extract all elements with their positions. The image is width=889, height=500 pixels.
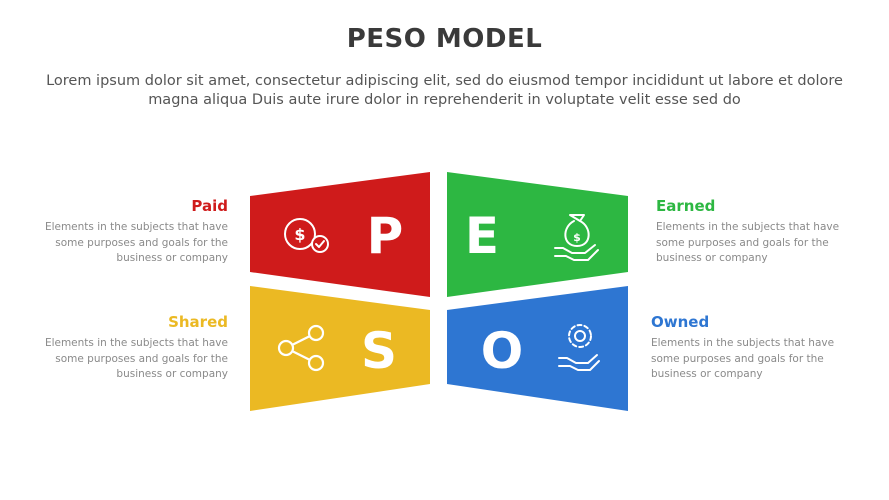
shared-label: Shared: [168, 313, 228, 331]
owned-segment: O: [447, 286, 628, 411]
shared-letter: S: [361, 322, 397, 380]
gear-hand-icon: [558, 324, 600, 371]
earned-letter: E: [465, 207, 499, 265]
earned-description: Elements in the subjects that have some …: [656, 221, 840, 264]
shared-segment: S: [250, 286, 430, 411]
page-title: PESO MODEL: [346, 24, 543, 54]
paid-label: Paid: [191, 197, 228, 215]
paid-description: Elements in the subjects that have some …: [44, 221, 228, 264]
shared-description: Elements in the subjects that have some …: [44, 337, 228, 380]
share-icon: [277, 324, 325, 372]
earned-label: Earned: [656, 197, 716, 215]
paid-segment: $ P: [250, 172, 430, 297]
page-subtitle: Lorem ipsum dolor sit amet, consectetur …: [46, 73, 843, 108]
dollar-check-icon: $: [284, 218, 329, 253]
earned-segment: E $: [447, 172, 628, 297]
owned-label: Owned: [651, 313, 710, 331]
owned-description: Elements in the subjects that have some …: [651, 337, 835, 380]
owned-letter: O: [481, 322, 524, 380]
money-bag-hand-icon: $: [554, 214, 599, 261]
svg-text:$: $: [573, 231, 581, 244]
paid-letter: P: [367, 207, 404, 265]
svg-text:$: $: [294, 225, 305, 244]
